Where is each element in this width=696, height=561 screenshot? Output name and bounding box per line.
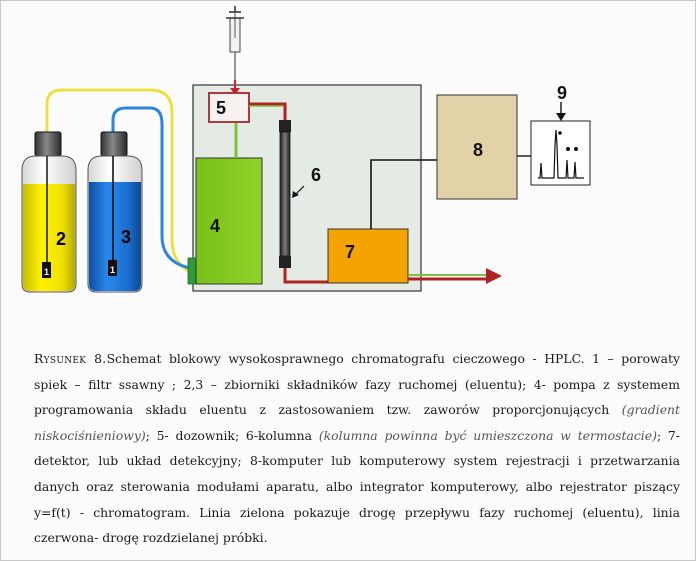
- chromatogram-9: [530, 102, 591, 186]
- computer-8: [436, 94, 518, 200]
- caption-italic-2: (kolumna powinna być umieszczona w termo…: [318, 427, 657, 443]
- label-1-right: 1: [110, 265, 115, 275]
- caption-label: Rysunek 8.: [34, 351, 107, 366]
- bottle-3-eluent-blue: [87, 131, 143, 293]
- filter-1-left: [42, 262, 51, 278]
- label-7: 7: [345, 242, 355, 262]
- label-2: 2: [56, 229, 66, 249]
- waste-outlet-arrow: [408, 268, 502, 284]
- label-3: 3: [121, 227, 131, 247]
- caption-body-1: Schemat blokowy wysokosprawnego chromato…: [34, 351, 681, 418]
- pump-4: [195, 157, 263, 285]
- label-9: 9: [557, 83, 567, 103]
- signal-line-detector: [370, 159, 437, 229]
- injector-5: [208, 92, 250, 123]
- label-6: 6: [311, 165, 321, 185]
- label-4: 4: [210, 216, 220, 236]
- hplc-diagram: 2 3 1 1 4 5 6 7 8 9: [21, 6, 591, 293]
- filter-1-right: [108, 260, 117, 276]
- figure-caption: Rysunek 8.Schemat blokowy wysokosprawneg…: [34, 346, 680, 551]
- label-1-left: 1: [44, 267, 49, 277]
- detector-7: [327, 228, 409, 284]
- red-sample-line-2: [283, 268, 328, 284]
- caption-body-2: ; 5- dozownik; 6-kolumna: [145, 427, 319, 443]
- label-5: 5: [216, 98, 226, 118]
- caption-italic-1: (gradient niskociśnieniowy): [34, 402, 680, 443]
- label-8: 8: [473, 140, 483, 160]
- proportioning-valve: [187, 257, 197, 285]
- blue-tubing: [111, 106, 191, 270]
- syringe-icon: [226, 6, 244, 95]
- red-sample-line-1: [249, 102, 287, 120]
- caption-body-3: ; 7- detektor, lub układ detekcyjny; 8-k…: [34, 427, 680, 546]
- bottle-2-eluent-yellow: [21, 131, 77, 293]
- column-6: [279, 120, 291, 268]
